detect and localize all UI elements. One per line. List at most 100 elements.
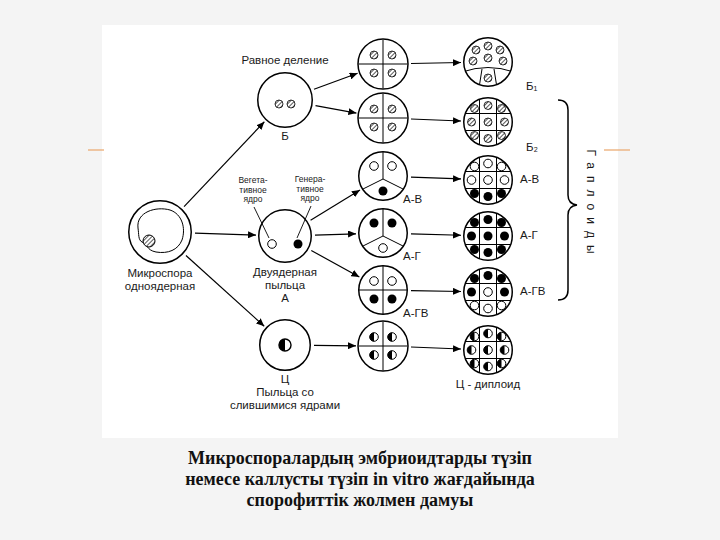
circle-border: [359, 152, 408, 201]
slide-rule: [88, 149, 104, 150]
circle-outline: [358, 265, 408, 315]
node-label: А-В: [403, 193, 439, 206]
circle-border: [464, 38, 513, 87]
arrow-connector: [411, 177, 461, 179]
circle-outline: [463, 211, 513, 261]
circle-border: [464, 156, 513, 205]
nucleus-label: Вегета- тивное ядро: [233, 176, 273, 205]
cell-circle: А-Г: [463, 211, 513, 261]
arrow-connector: [315, 234, 356, 235]
fused-nucleus: [279, 339, 291, 351]
arrow-connector: [186, 255, 264, 326]
cell-stage: [462, 96, 514, 148]
cell-stage: [462, 42, 514, 88]
arrow-connector: [411, 290, 461, 292]
node-label: Микроспора одноядерная: [105, 267, 215, 293]
cell-circle: ЦПыльца со слившимися ядрами: [259, 319, 311, 371]
circle-outline: [463, 155, 513, 205]
circle-border: [464, 98, 513, 147]
node-label: Пыльца со слившимися ядрами: [225, 386, 345, 412]
label-stack: А-Г: [520, 229, 556, 242]
circle-border: [464, 212, 513, 261]
leader-line: [254, 207, 269, 238]
cell-circle: А-В: [463, 155, 513, 205]
cell-circle: Равное делениеБ: [257, 72, 313, 128]
label-stack: Б₂: [526, 141, 562, 154]
cell-circle: Двуядерная пыльцаА: [258, 209, 312, 263]
cell-circle: А-В: [358, 151, 408, 201]
circle-border: [464, 268, 513, 317]
nuclei: [275, 100, 295, 108]
cell-stage: [462, 210, 514, 262]
nuclei: [268, 240, 303, 249]
label-stack: А-ГВ: [520, 285, 556, 298]
figure-ground: [102, 25, 618, 438]
arrow-connector: [411, 234, 461, 235]
stage-arrows: [314, 63, 461, 350]
node-label: А-ГВ: [520, 285, 556, 298]
label-stack: А-В: [403, 193, 439, 206]
circle-outline: [259, 319, 311, 371]
curly-bracket: [558, 100, 577, 300]
label-stack: А-В: [520, 173, 556, 186]
figure-caption: Микроспоралардың эмбриоидтарды түзіп нем…: [185, 448, 535, 511]
circle-outline: [128, 200, 192, 264]
node-label: А-Г: [520, 229, 556, 242]
circle-outline: [258, 209, 312, 263]
cell-stage: [357, 92, 409, 144]
node-label: Б₁: [526, 80, 562, 93]
circle-border: [464, 326, 513, 375]
node-label: Б: [270, 130, 300, 143]
cell-stage: [357, 264, 409, 316]
label-stack: Двуядерная пыльцаА: [243, 266, 327, 306]
label-stack: Микроспора одноядерная: [105, 267, 215, 293]
label-stack: Б₁: [526, 80, 562, 93]
node-label: А: [243, 292, 327, 305]
arrow-connector: [195, 233, 256, 235]
node-label: А-ГВ: [403, 307, 439, 320]
cell-circle: Б₁: [463, 37, 513, 87]
node-label: Двуядерная пыльца: [243, 266, 327, 292]
circle-outline: [257, 72, 313, 128]
node-label: Ц: [225, 373, 345, 386]
cell-stage: [462, 154, 514, 206]
cell-stage: [462, 266, 514, 318]
node-label: Равное деление: [235, 54, 335, 67]
cell-stage: [357, 38, 409, 90]
circle-outline: [463, 325, 513, 375]
circle-outline: [463, 37, 513, 87]
arrow-connector: [311, 250, 359, 276]
cell-circle: Б₂: [463, 97, 513, 147]
circle-border: [259, 210, 312, 263]
cell-circle: Ц - диплоид: [463, 325, 513, 375]
cell-circle: А-ГВ: [463, 267, 513, 317]
label-stack: ЦПыльца со слившимися ядрами: [225, 373, 345, 413]
label-stack: А-ГВ: [403, 307, 439, 320]
cell-circle: А-ГВ: [358, 265, 408, 315]
label-stack: Б: [270, 130, 300, 143]
cell-circle: Микроспора одноядерная: [128, 200, 192, 264]
cell-circle: А-Г: [358, 208, 408, 258]
circle-border: [258, 73, 313, 128]
label-stack: Ц - диплоид: [438, 378, 538, 391]
circle-outline: [463, 97, 513, 147]
circle-outline: [463, 267, 513, 317]
node-label: А-В: [520, 173, 556, 186]
cell-stage: [357, 320, 409, 372]
node-label: А-Г: [403, 250, 439, 263]
circle-border: [359, 209, 408, 258]
circle-border: [129, 201, 192, 264]
nucleus-label: Генера- тивное ядро: [290, 175, 330, 204]
circle-outline: [358, 151, 408, 201]
circle-border: [359, 266, 408, 315]
node-label: Ц - диплоид: [438, 378, 538, 391]
label-stack: Равное деление: [235, 54, 335, 67]
leader-line: [297, 206, 311, 238]
slide-rule: [604, 149, 630, 150]
label-stack: А-Г: [403, 250, 439, 263]
circle-outline: [358, 208, 408, 258]
vertical-label: Гаплоиды: [584, 149, 598, 260]
node-label: Б₂: [526, 141, 562, 154]
microspore-interior: [138, 209, 184, 253]
